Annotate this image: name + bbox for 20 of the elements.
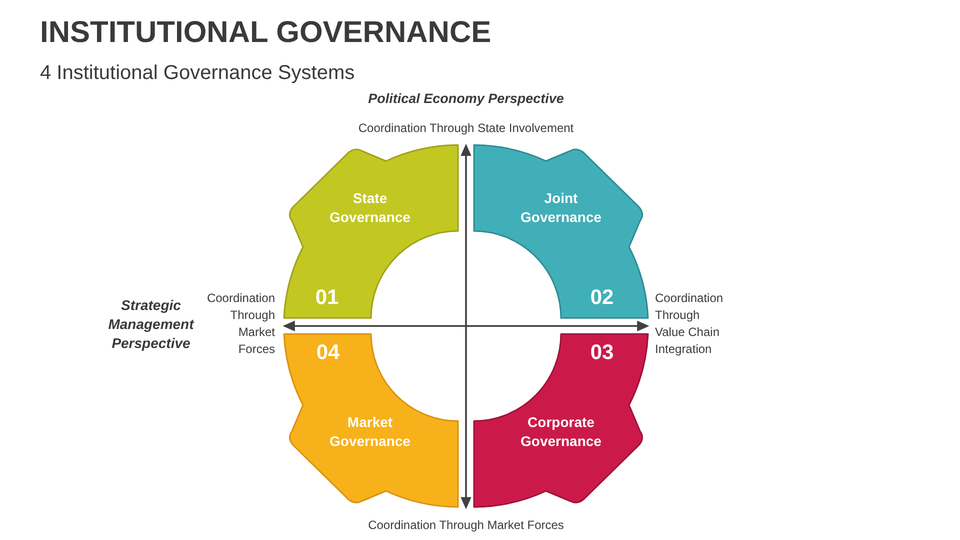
subtitle: 4 Institutional Governance Systems (40, 61, 355, 85)
quarter-ring-shape (473, 144, 649, 319)
segment-title: Corporate Governance (520, 413, 602, 451)
page-title: INSTITUTIONAL GOVERNANCE (40, 15, 492, 51)
axis-end-label: Coordination Through Market Forces (206, 290, 275, 358)
quarter-ring-shape (283, 144, 459, 319)
step-number: 04 (316, 341, 340, 365)
axis-title: Political Economy Perspective (367, 90, 565, 108)
quarter-ring-shape (473, 333, 649, 508)
axis-title: Strategic Management Perspective (107, 296, 196, 353)
step-number: 03 (590, 341, 614, 365)
step-number: 01 (315, 286, 339, 310)
axis-end-label: Coordination Through Market Forces (367, 517, 565, 533)
axis-end-label: Coordination Through State Involvement (357, 120, 575, 136)
step-number: 02 (590, 286, 614, 310)
axis-end-label: Coordination Through Value Chain Integration (655, 290, 724, 358)
quarter-ring-shape (283, 333, 459, 508)
segment-title: State Governance (328, 189, 412, 227)
segment-title: Joint Governance (520, 189, 602, 227)
segment-title: Market Governance (328, 413, 412, 451)
